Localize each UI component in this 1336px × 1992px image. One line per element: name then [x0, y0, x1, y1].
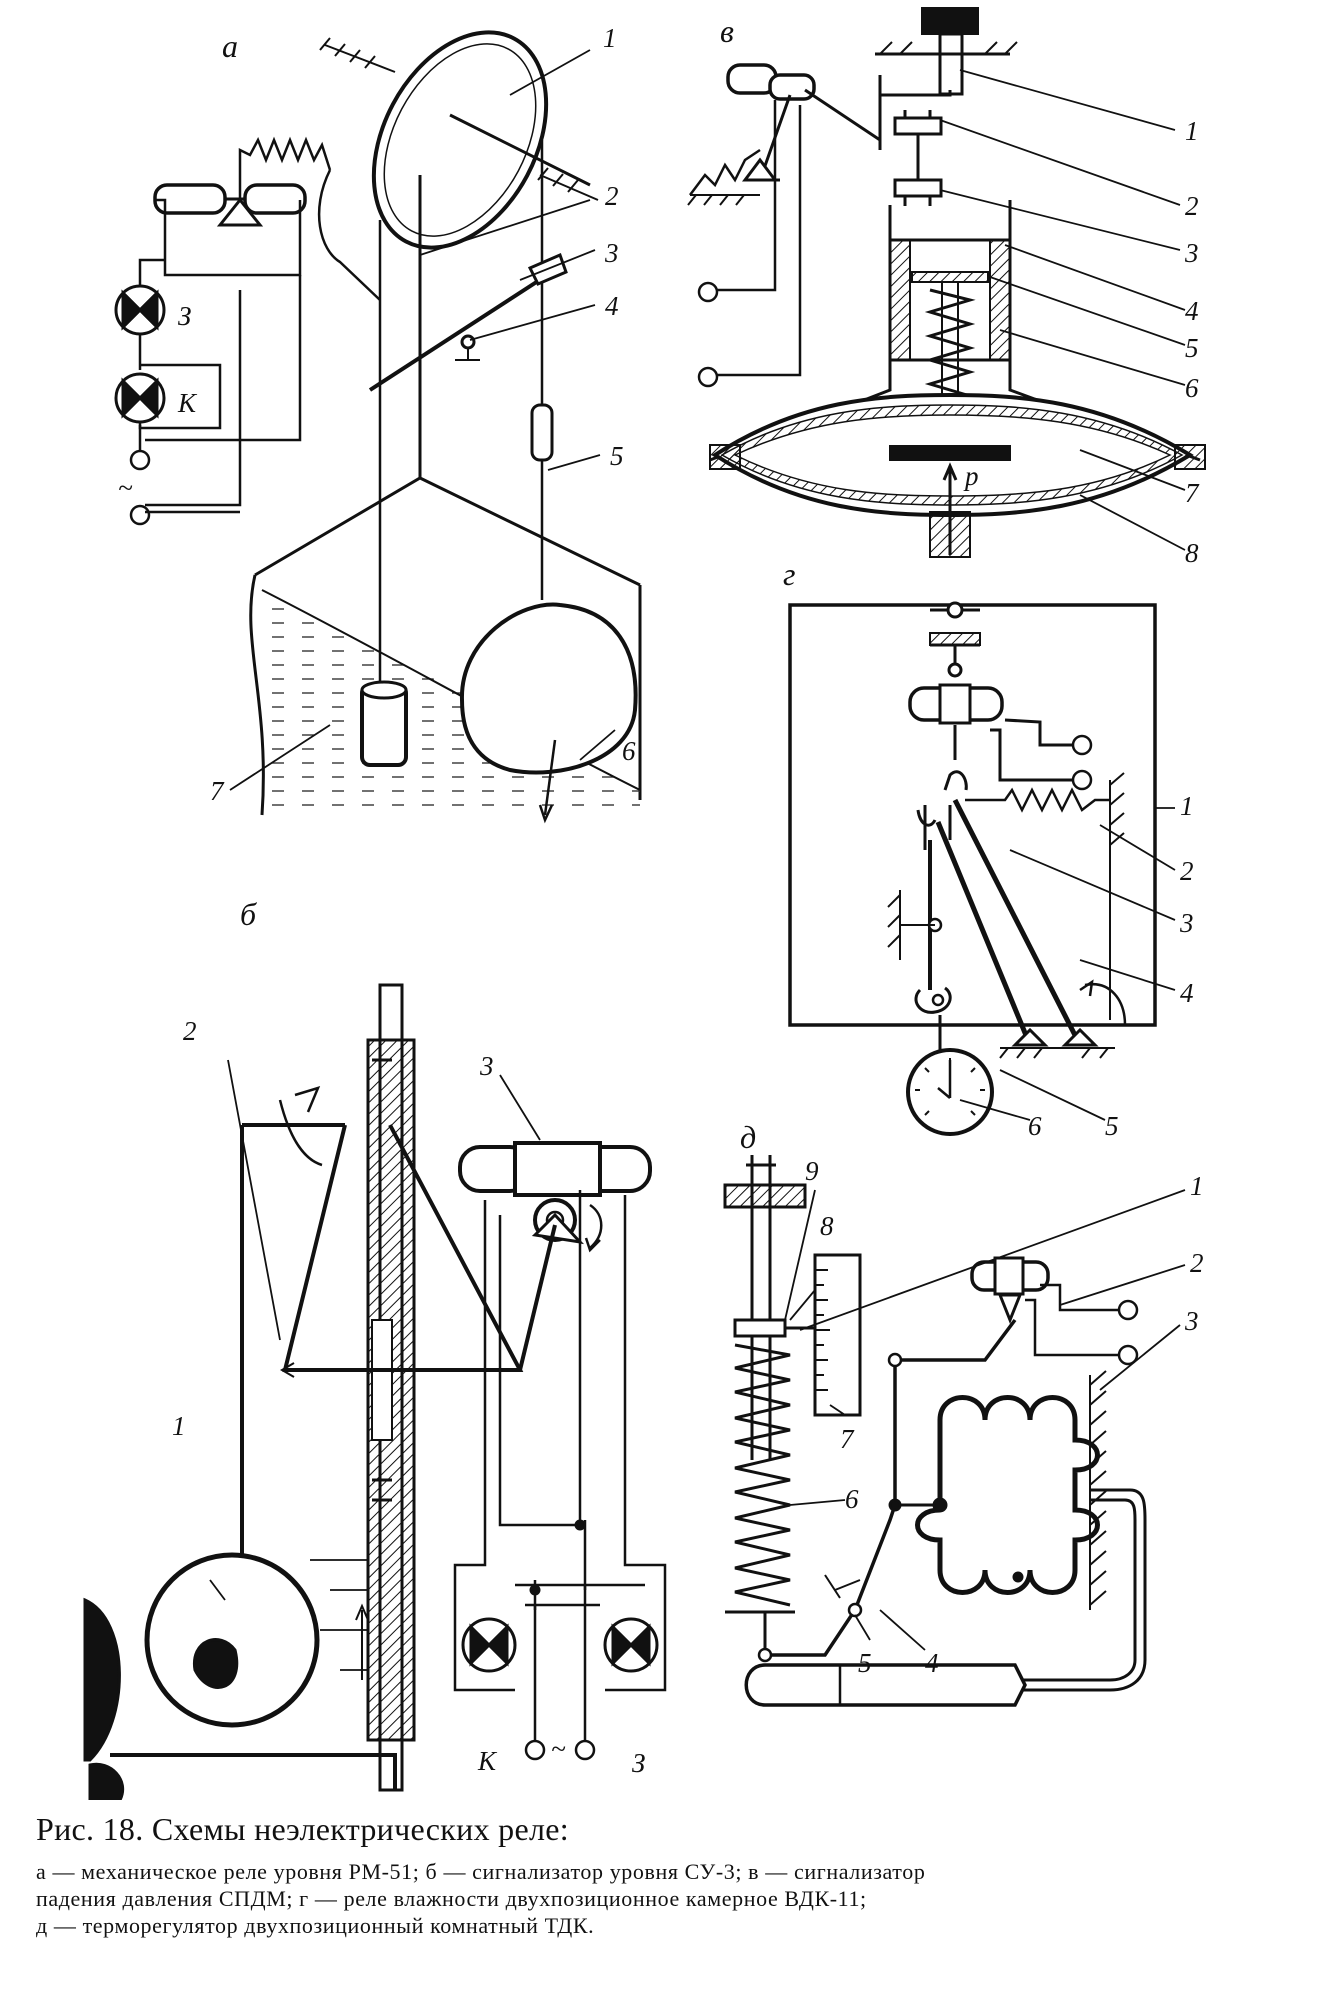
- panel-a-level-relay: [114, 30, 642, 824]
- panel-label-v: в: [720, 13, 734, 49]
- label-a-5: 5: [610, 441, 624, 471]
- label-d-8: 8: [820, 1211, 834, 1241]
- labels: а б в г д 1 2 3 4 5 6 7 З К ~ 1 2 3 К З …: [118, 13, 1204, 1778]
- label-g-6: 6: [1028, 1111, 1042, 1141]
- label-d-3: 3: [1184, 1306, 1199, 1336]
- panel-label-d: д: [740, 1119, 756, 1155]
- label-a-lamp-control: К: [177, 388, 198, 418]
- caption-line-3: д — терморегулятор двухпозиционный комна…: [36, 1913, 595, 1938]
- label-d-4: 4: [925, 1648, 939, 1678]
- label-g-4: 4: [1180, 978, 1194, 1008]
- label-d-9: 9: [805, 1156, 819, 1186]
- label-a-ac: ~: [118, 473, 133, 503]
- label-a-4: 4: [605, 291, 619, 321]
- label-b-lamp-signal: З: [632, 1748, 645, 1778]
- label-v-3: 3: [1184, 238, 1199, 268]
- label-v-pressure: p: [963, 461, 979, 491]
- label-g-5: 5: [1105, 1111, 1119, 1141]
- label-a-lamp-signal: З: [178, 301, 191, 331]
- float-ball: [144, 1552, 320, 1728]
- caption-title: Рис. 18. Схемы неэлектрических реле:: [36, 1811, 569, 1847]
- label-v-7: 7: [1185, 478, 1200, 508]
- caption-line-2: падения давления СПДМ; г — реле влажност…: [36, 1886, 867, 1911]
- label-v-5: 5: [1185, 333, 1199, 363]
- label-a-1: 1: [603, 23, 617, 53]
- caption-text: а — механическое реле уровня РМ-51; б — …: [36, 1858, 1306, 1939]
- label-d-6: 6: [845, 1484, 859, 1514]
- label-g-3: 3: [1179, 908, 1194, 938]
- label-a-6: 6: [622, 736, 636, 766]
- panel-g-humidity-relay: [788, 601, 1176, 1136]
- label-b-3: 3: [479, 1051, 494, 1081]
- panel-label-a: а: [222, 28, 238, 64]
- label-v-4: 4: [1185, 296, 1199, 326]
- label-v-6: 6: [1185, 373, 1199, 403]
- relay-schematics-figure: а б в г д 1 2 3 4 5 6 7 З К ~ 1 2 3 К З …: [83, 7, 1206, 1800]
- caption-line-1: а — механическое реле уровня РМ-51; б — …: [36, 1859, 926, 1884]
- label-b-ac: ~: [551, 1734, 566, 1764]
- label-b-2: 2: [183, 1016, 197, 1046]
- panel-d-thermostat: [723, 1155, 1186, 1707]
- label-a-2: 2: [605, 181, 619, 211]
- label-v-2: 2: [1185, 191, 1199, 221]
- label-b-1: 1: [172, 1411, 186, 1441]
- temperature-bulb: [744, 1663, 1027, 1707]
- panel-b-level-alarm: [83, 983, 667, 1800]
- label-d-2: 2: [1190, 1248, 1204, 1278]
- label-v-1: 1: [1185, 116, 1199, 146]
- label-g-2: 2: [1180, 856, 1194, 886]
- label-v-8: 8: [1185, 538, 1199, 568]
- float-large: [459, 602, 638, 775]
- pulley-disc: [371, 30, 549, 250]
- figure-caption: Рис. 18. Схемы неэлектрических реле: а —…: [36, 1810, 1306, 1939]
- panel-label-g: г: [783, 556, 795, 592]
- label-g-1: 1: [1180, 791, 1194, 821]
- label-a-7: 7: [210, 776, 225, 806]
- label-b-lamp-control: К: [477, 1746, 498, 1776]
- panel-label-b: б: [240, 896, 257, 932]
- tank-outline: [249, 175, 642, 816]
- label-d-5: 5: [858, 1648, 872, 1678]
- label-d-7: 7: [840, 1424, 855, 1454]
- label-a-3: 3: [604, 238, 619, 268]
- label-d-1: 1: [1190, 1171, 1204, 1201]
- panel-v-pressure-alarm: [687, 7, 1206, 558]
